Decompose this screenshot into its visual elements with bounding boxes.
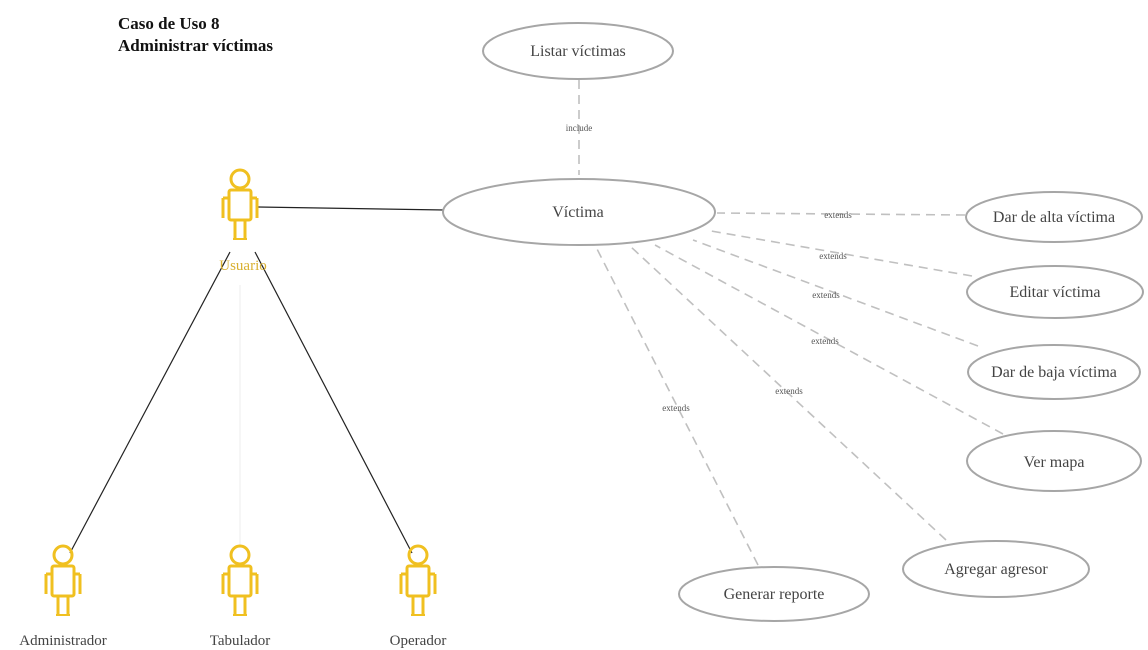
extends-line-alta (716, 212, 966, 216)
use-case-editar-label: Editar víctima (1009, 284, 1100, 301)
dashed-relations (578, 80, 1004, 566)
extends-label-reporte: extends (662, 403, 690, 413)
actor-tabulador: Tabulador (210, 544, 271, 649)
associations (69, 206, 446, 554)
actor-usuario-label: Usuario (219, 258, 267, 274)
extends-label-alta: extends (824, 210, 852, 220)
use-case-mapa: Ver mapa (966, 430, 1142, 492)
generalization-operador (254, 251, 413, 554)
extends-line-mapa (654, 244, 1004, 435)
extends-label-baja: extends (812, 290, 840, 300)
diagram-subtitle: Administrar víctimas (118, 36, 274, 55)
use-case-listar: Listar víctimas (482, 22, 674, 80)
actor-tabulador-label: Tabulador (210, 633, 271, 649)
extends-line-agresor (629, 245, 947, 541)
use-case-agresor-label: Agregar agresor (944, 561, 1048, 578)
use-case-reporte: Generar reporte (678, 566, 870, 622)
actor-administrador-icon (44, 544, 82, 617)
use-case-alta-label: Dar de alta víctima (993, 209, 1115, 226)
use-case-listar-label: Listar víctimas (530, 43, 626, 60)
use-case-alta: Dar de alta víctima (965, 191, 1143, 243)
relation-labels: include extends extends extends extends … (566, 123, 852, 413)
use-case-editar: Editar víctima (966, 265, 1144, 319)
use-case-reporte-label: Generar reporte (724, 586, 825, 603)
actor-operador-label: Operador (390, 633, 447, 649)
extends-label-editar: extends (819, 251, 847, 261)
extends-label-agresor: extends (775, 386, 803, 396)
actor-administrador-label: Administrador (19, 633, 107, 649)
extends-line-baja (692, 239, 979, 347)
actor-operador-icon (399, 544, 437, 617)
generalization-administrador (69, 251, 231, 554)
actor-usuario: Usuario (219, 168, 267, 274)
use-case-baja: Dar de baja víctima (967, 344, 1141, 400)
actor-tabulador-icon (221, 544, 259, 617)
actor-usuario-icon (221, 168, 259, 241)
use-case-baja-label: Dar de baja víctima (991, 364, 1117, 381)
diagram-title: Caso de Uso 8 (118, 14, 220, 33)
use-case-agresor: Agregar agresor (902, 540, 1090, 598)
include-label: include (566, 123, 593, 133)
actor-administrador: Administrador (19, 544, 107, 649)
actor-operador: Operador (390, 544, 447, 649)
use-case-mapa-label: Ver mapa (1024, 454, 1085, 471)
association-usuario-victima (257, 206, 446, 211)
use-case-victima-label: Víctima (552, 204, 604, 221)
extends-label-mapa: extends (811, 336, 839, 346)
use-case-victima: Víctima (442, 178, 716, 246)
